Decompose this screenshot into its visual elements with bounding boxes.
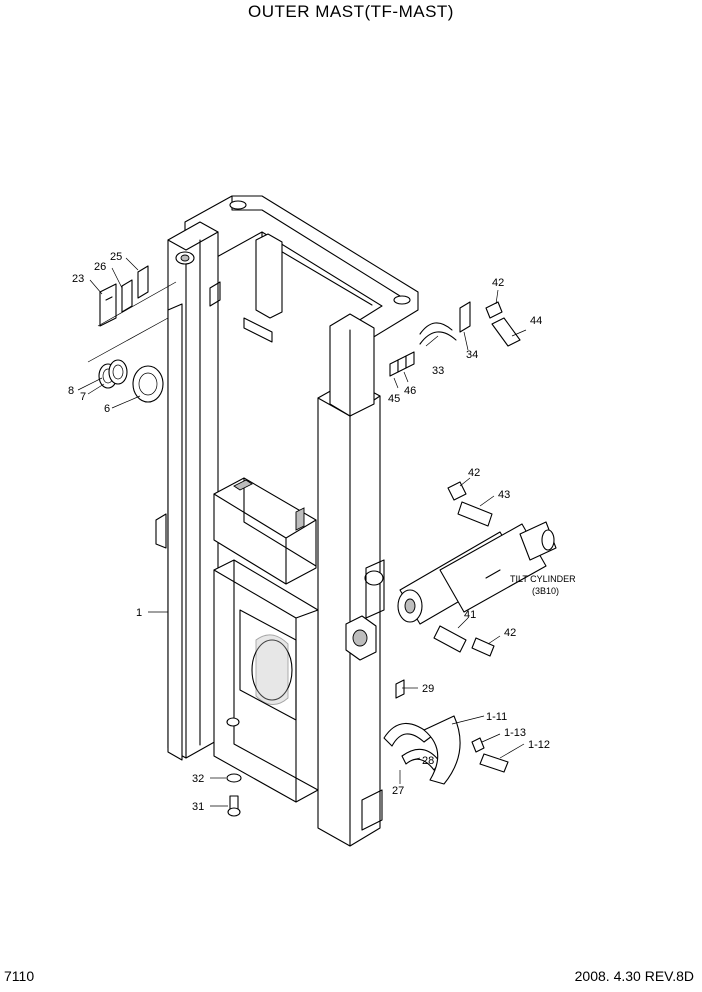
page-title: OUTER MAST(TF-MAST) <box>248 2 454 21</box>
tilt-cylinder-ref: (3B10) <box>532 586 559 596</box>
callout-labels: 1 6 7 8 23 25 26 33 34 42 44 45 46 42 43… <box>68 251 576 813</box>
callout-34: 34 <box>466 349 478 361</box>
callout-6: 6 <box>104 403 110 415</box>
middle-cross-member <box>213 477 317 585</box>
callout-7: 7 <box>80 391 86 403</box>
callout-46: 46 <box>404 385 416 397</box>
callout-25: 25 <box>110 251 122 263</box>
callout-33: 33 <box>432 365 444 377</box>
callout-26: 26 <box>94 261 106 273</box>
parts-27-28-29-cap <box>383 679 509 785</box>
parts-6-7-8 <box>98 359 164 403</box>
callout-23: 23 <box>72 273 84 285</box>
callout-27: 27 <box>392 785 404 797</box>
callout-42-low: 42 <box>504 627 516 639</box>
callout-28: 28 <box>422 755 434 767</box>
tilt-cylinder <box>397 521 557 625</box>
callout-1-11: 1-11 <box>486 711 507 723</box>
callout-44: 44 <box>530 315 542 327</box>
callout-8: 8 <box>68 385 74 397</box>
revision-date: 2008. 4.30 REV.8D <box>574 968 694 984</box>
callout-43: 43 <box>498 489 510 501</box>
left-mast-rail <box>155 221 221 761</box>
callout-1-13: 1-13 <box>504 727 526 739</box>
leader-lines <box>77 257 527 807</box>
plates-23-25-26 <box>99 265 149 327</box>
callout-31: 31 <box>192 801 204 813</box>
callout-29: 29 <box>422 683 434 695</box>
callout-41: 41 <box>464 609 476 621</box>
callout-1-12: 1-12 <box>528 739 550 751</box>
tilt-cylinder-label: TILT CYLINDER <box>510 574 576 584</box>
callout-1: 1 <box>136 607 142 619</box>
callout-32: 32 <box>192 773 204 785</box>
back-upright <box>243 233 283 343</box>
parts-33-46-hardware <box>389 301 521 377</box>
tilt-cylinder-bracket <box>345 615 377 661</box>
callout-42-mid: 42 <box>468 467 480 479</box>
right-mast-rail <box>317 313 383 847</box>
top-cross-member <box>184 195 419 339</box>
page-code: 7110 <box>4 968 35 984</box>
callout-42-top: 42 <box>492 277 504 289</box>
callout-45: 45 <box>388 393 400 405</box>
parts-31-32 <box>226 773 242 817</box>
lower-frame <box>213 559 385 803</box>
parts-41-42-43-pins <box>433 481 495 657</box>
